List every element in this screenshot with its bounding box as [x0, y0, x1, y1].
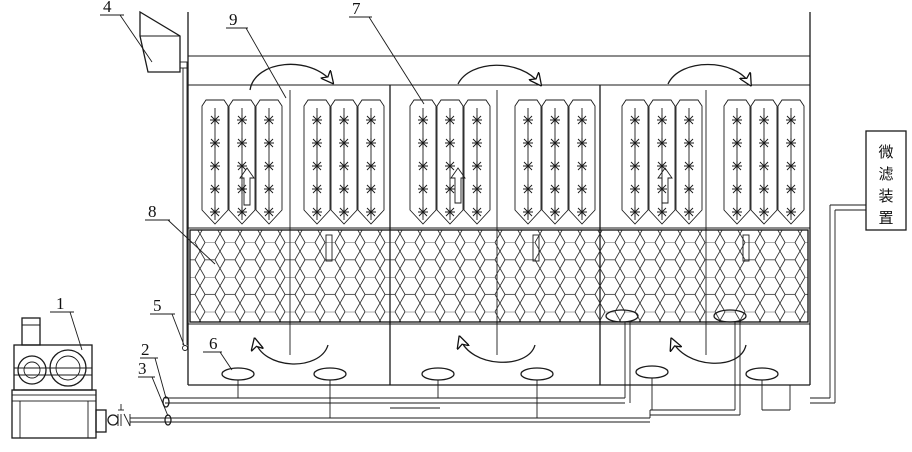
piping — [130, 204, 866, 423]
inlet-hopper — [139, 10, 188, 351]
micro-filter-device: 微 滤 装 置 — [865, 130, 907, 231]
filter-char-3: 装 — [878, 187, 893, 205]
membrane-module — [255, 99, 283, 225]
label-3: 3 — [138, 359, 147, 378]
membrane-module — [648, 99, 676, 225]
membrane-module — [777, 99, 805, 225]
membrane-modules — [201, 99, 805, 225]
membrane-module — [357, 99, 385, 225]
aerator-discs — [221, 309, 779, 418]
membrane-module — [514, 99, 542, 225]
callout-labels: 1 2 3 4 5 6 7 8 9 — [56, 0, 361, 378]
label-8: 8 — [148, 202, 157, 221]
label-2: 2 — [141, 340, 150, 359]
filter-char-1: 微 — [878, 143, 893, 161]
label-5: 5 — [153, 296, 162, 315]
label-7: 7 — [352, 0, 361, 18]
membrane-module — [541, 99, 569, 225]
membrane-module — [675, 99, 703, 225]
blower-unit — [11, 317, 131, 439]
main-tank — [187, 12, 811, 386]
label-4: 4 — [103, 0, 112, 16]
membrane-module — [621, 99, 649, 225]
membrane-module — [568, 99, 596, 225]
filter-char-4: 置 — [878, 209, 893, 227]
membrane-module — [436, 99, 464, 225]
leader-lines — [50, 14, 425, 417]
membrane-module — [463, 99, 491, 225]
filter-char-2: 滤 — [878, 165, 893, 183]
membrane-module — [228, 99, 256, 225]
media-carrier-layer — [188, 227, 810, 325]
label-6: 6 — [209, 334, 218, 353]
upflow-arrows — [239, 167, 750, 262]
valve-3 — [164, 414, 172, 426]
label-1: 1 — [56, 294, 65, 313]
top-circulation-arrows — [249, 63, 750, 91]
bottom-circulation-arrows — [255, 338, 747, 365]
membrane-module — [201, 99, 229, 225]
membrane-module — [409, 99, 437, 225]
membrane-module — [330, 99, 358, 225]
membrane-module — [723, 99, 751, 225]
label-9: 9 — [229, 10, 238, 29]
membrane-module — [303, 99, 331, 225]
membrane-module — [750, 99, 778, 225]
